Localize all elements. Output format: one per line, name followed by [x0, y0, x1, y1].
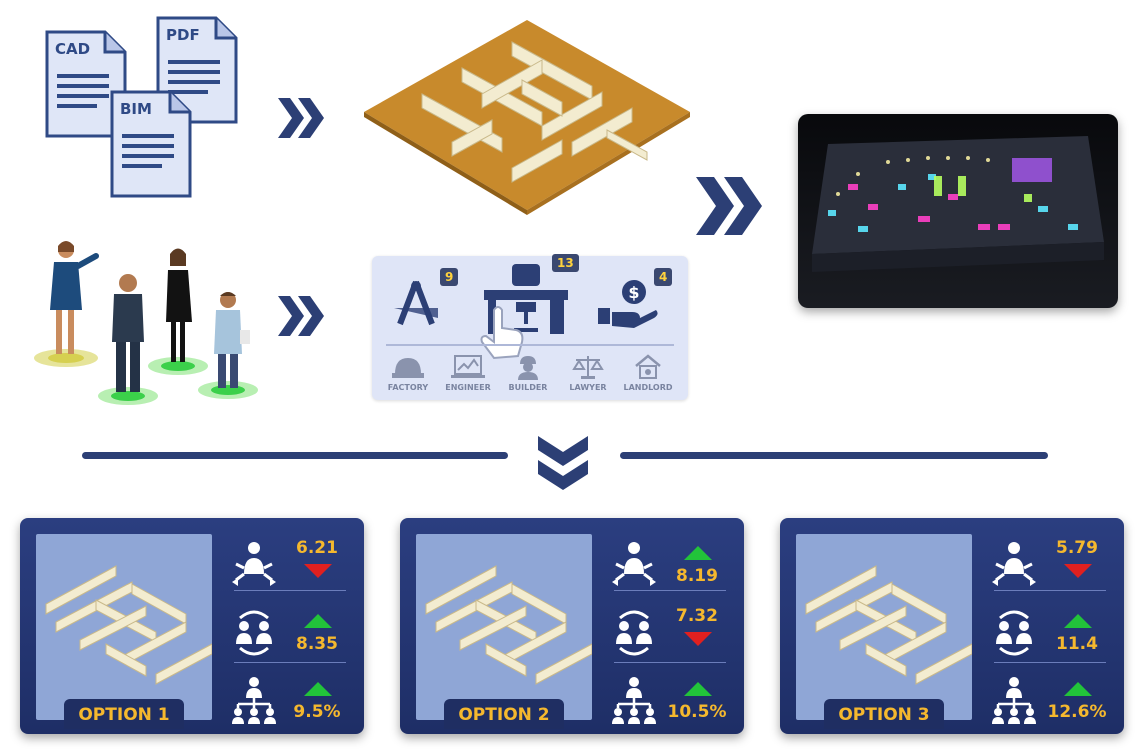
document-label: BIM: [120, 100, 152, 118]
role-lawyer[interactable]: LAWYER: [558, 352, 618, 392]
option-floor-plan: [425, 565, 593, 685]
metric-value: 7.32: [676, 606, 718, 626]
floor-plan-illustration: [364, 20, 690, 215]
expand-person-icon: [232, 542, 276, 586]
hierarchy-icon: [612, 677, 656, 724]
collaboration-icon: [996, 610, 1032, 656]
trend-up-icon: [1064, 682, 1092, 696]
metric-value: 5.79: [1056, 538, 1098, 558]
metric-value: 12.6%: [1047, 702, 1107, 722]
section-divider: [82, 452, 508, 459]
count-badge: 9: [440, 268, 459, 286]
scales-icon: [572, 356, 604, 379]
metric-value: 8.35: [296, 634, 338, 654]
metric-value: 10.5%: [667, 702, 727, 722]
metric-value: 6.21: [296, 538, 338, 558]
metric-separator: [614, 662, 726, 663]
trend-up-icon: [684, 682, 712, 696]
metric-row: 6.21: [230, 534, 348, 594]
metric-separator: [234, 662, 346, 663]
metric-separator: [994, 662, 1106, 663]
metric-row: 8.19: [610, 534, 728, 594]
pdf-document-icon: PDF: [156, 16, 238, 124]
count-badge: 13: [552, 254, 579, 272]
role-engineer[interactable]: ENGINEER: [438, 352, 498, 392]
trend-up-icon: [684, 546, 712, 560]
role-label: LAWYER: [569, 383, 607, 392]
stakeholders-illustration: [34, 241, 258, 405]
laptop-chart-icon: [451, 355, 485, 378]
metric-value: 9.5%: [293, 702, 341, 722]
collaboration-icon: [616, 610, 652, 656]
chevron-right-icon: [278, 296, 324, 336]
option-floor-plan: [805, 565, 973, 685]
document-label: CAD: [55, 40, 91, 58]
option-plan-preview: [796, 534, 973, 720]
payment-hand-icon: $: [598, 280, 658, 328]
role-label: ENGINEER: [445, 383, 491, 392]
trend-up-icon: [1064, 614, 1092, 628]
trend-up-icon: [304, 614, 332, 628]
metric-row: 12.6%: [990, 670, 1108, 730]
metric-row: 9.5%: [230, 670, 348, 730]
option-card[interactable]: OPTION 3 5.79 11.4 12.6%: [780, 518, 1124, 734]
option-floor-plan: [45, 565, 213, 685]
svg-text:$: $: [628, 283, 639, 302]
bim-document-icon: BIM: [110, 90, 192, 198]
hierarchy-icon: [992, 677, 1036, 724]
section-divider: [620, 452, 1048, 459]
metric-row: 7.32: [610, 602, 728, 662]
document-label: PDF: [166, 26, 200, 44]
option-label: OPTION 3: [824, 699, 944, 729]
3d-office-render: [798, 114, 1118, 308]
role-label: LANDLORD: [623, 383, 673, 392]
house-icon: [635, 354, 661, 379]
option-card[interactable]: OPTION 2 8.19 7.32 10.5%: [400, 518, 744, 734]
hard-hat-icon: [392, 358, 424, 378]
metric-row: 11.4: [990, 602, 1108, 662]
hierarchy-icon: [232, 677, 276, 724]
chevron-down-icon: [538, 436, 588, 490]
role-factory[interactable]: FACTORY: [378, 352, 438, 392]
trend-up-icon: [304, 682, 332, 696]
metric-separator: [234, 590, 346, 591]
option-plan-preview: [36, 534, 213, 720]
role-landlord[interactable]: LANDLORD: [618, 352, 678, 392]
office-desk-icon[interactable]: [480, 262, 572, 336]
option-label: OPTION 2: [444, 699, 564, 729]
chevron-right-icon: [696, 177, 762, 235]
role-label: FACTORY: [387, 383, 429, 392]
chevron-right-icon: [278, 98, 324, 138]
count-badge: 4: [654, 268, 673, 286]
trend-down-icon: [1064, 564, 1092, 578]
role-label: BUILDER: [508, 383, 548, 392]
roles-divider: [386, 344, 674, 346]
option-label: OPTION 1: [64, 699, 184, 729]
metric-row: 5.79: [990, 534, 1108, 594]
metric-separator: [614, 590, 726, 591]
expand-person-icon: [612, 542, 656, 586]
option-card[interactable]: OPTION 1 6.21 8.35 9.5%: [20, 518, 364, 734]
metric-row: 10.5%: [610, 670, 728, 730]
metric-separator: [994, 590, 1106, 591]
builder-icon: [518, 356, 538, 380]
expand-person-icon: [992, 542, 1036, 586]
metric-value: 11.4: [1056, 634, 1098, 654]
metric-row: 8.35: [230, 602, 348, 662]
trend-down-icon: [304, 564, 332, 578]
option-plan-preview: [416, 534, 593, 720]
drafting-tools-icon: [394, 280, 438, 326]
roles-panel: 9 13 $ 4 FACTORY ENGINEER BUILDER LAWYER: [372, 254, 688, 400]
metric-value: 8.19: [676, 566, 718, 586]
collaboration-icon: [236, 610, 272, 656]
trend-down-icon: [684, 632, 712, 646]
role-builder[interactable]: BUILDER: [498, 352, 558, 392]
